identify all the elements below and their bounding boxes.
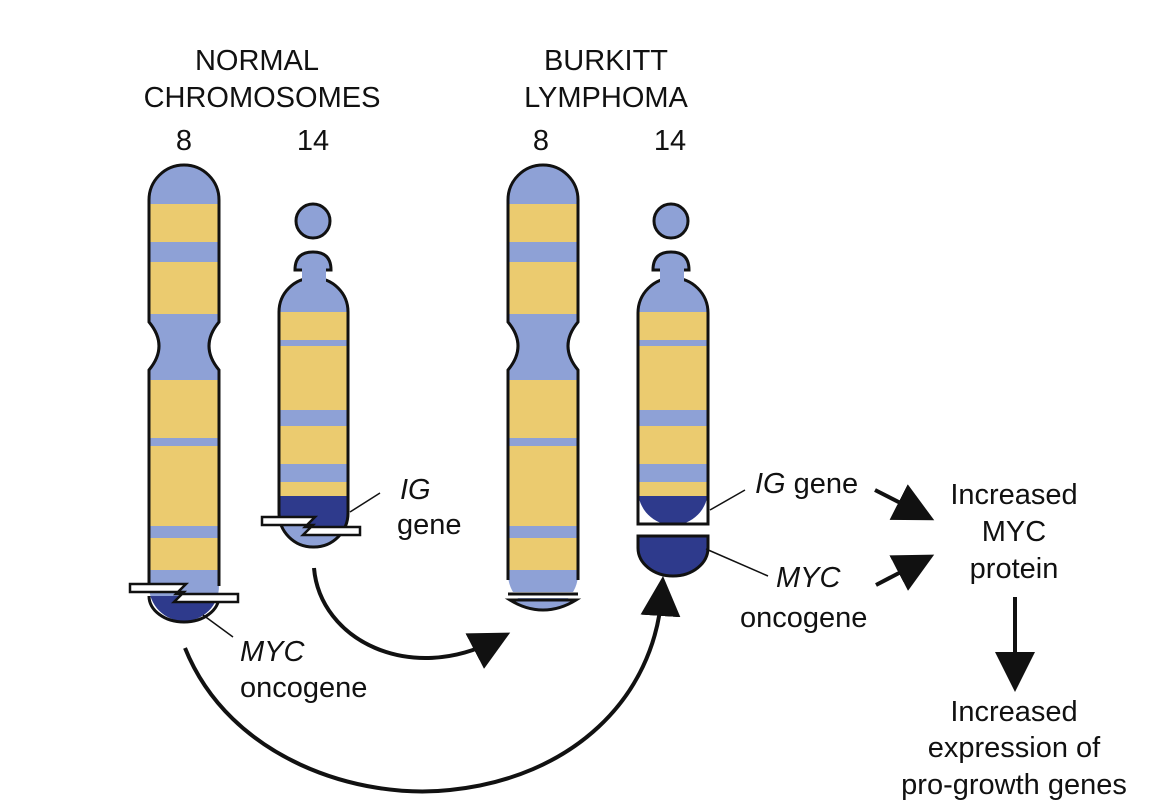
oncogene-label-burkitt: oncogene <box>740 602 867 634</box>
normal-chromosome-8 <box>128 163 240 624</box>
myc-translocation-arrow <box>183 576 681 794</box>
gene-label-normal: gene <box>397 509 462 541</box>
ig-leader-line-normal <box>349 492 381 513</box>
expression-line2: expression of <box>928 732 1101 764</box>
heading-normal-line2: CHROMOSOMES <box>144 82 381 114</box>
expression-line1: Increased <box>950 696 1077 728</box>
ig-label-normal: IG <box>400 474 431 506</box>
increased-myc-line2: MYC <box>982 516 1046 548</box>
myc-leader-line-normal <box>202 614 234 638</box>
ig-leader-line-burkitt <box>709 489 746 511</box>
heading-normal-line1: NORMAL <box>195 45 319 77</box>
heading-burkitt-line1: BURKITT <box>544 45 668 77</box>
myc-leader-line-burkitt <box>705 548 769 577</box>
chromosome-number-burkitt-8: 8 <box>533 125 549 157</box>
expression-line3: pro-growth genes <box>901 769 1127 801</box>
myc-label-burkitt: MYC <box>776 562 842 594</box>
increased-myc-line1: Increased <box>950 479 1077 511</box>
burkitt-chromosome-14 <box>636 202 710 578</box>
normal-chromosome-14 <box>260 202 362 549</box>
heading-burkitt-line2: LYMPHOMA <box>524 82 688 114</box>
ig-label-burkitt: IG <box>755 468 786 500</box>
chromosome-number-normal-8: 8 <box>176 125 192 157</box>
chromosome-number-burkitt-14: 14 <box>654 125 686 157</box>
myc-to-myc-protein-arrow <box>875 554 935 591</box>
increased-myc-line3: protein <box>970 553 1059 585</box>
oncogene-label-normal: oncogene <box>240 672 367 704</box>
ig-to-myc-protein-arrow <box>874 484 935 521</box>
burkitt-chromosome-8 <box>500 163 586 612</box>
gene-label-burkitt: gene <box>794 468 859 500</box>
myc-label-normal: MYC <box>240 636 306 668</box>
ig-translocation-arrow <box>312 567 511 669</box>
chromosome-number-normal-14: 14 <box>297 125 329 157</box>
